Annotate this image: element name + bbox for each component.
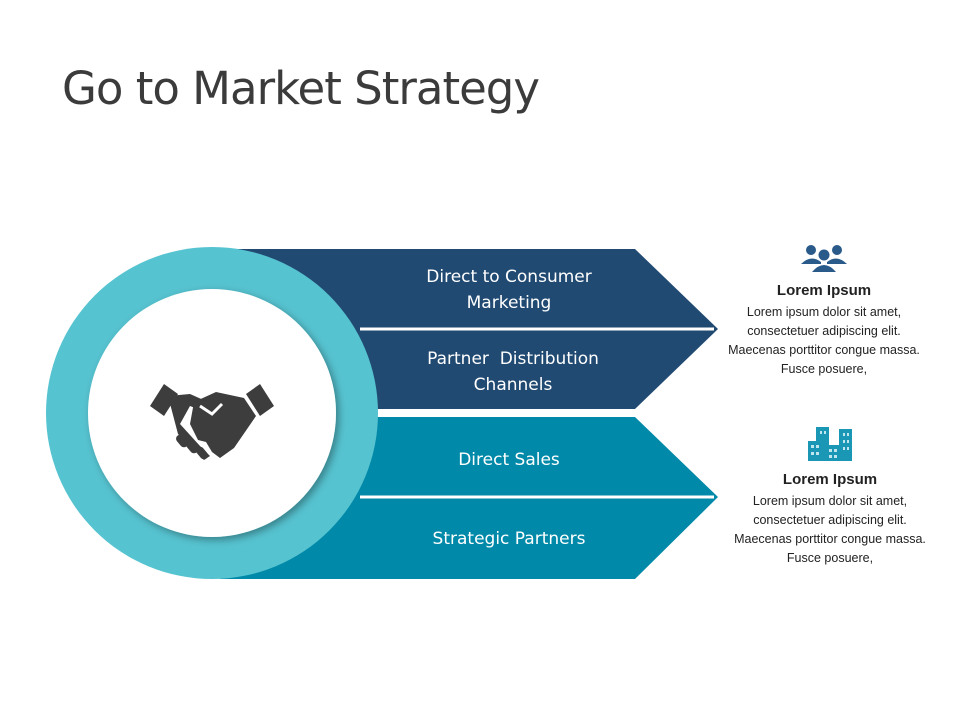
arrow-label-strategic-partners: Strategic Partners [359, 526, 659, 552]
arrow-label-partner-distribution: Partner Distribution Channels [363, 346, 663, 398]
page-title: Go to Market Strategy [62, 62, 540, 115]
label-line: Strategic Partners [432, 529, 586, 549]
card-heading: Lorem Ipsum [776, 282, 872, 299]
label-line: Partner Distribution [427, 349, 599, 369]
card-text: Lorem ipsum dolor sit amet, consectetuer… [728, 305, 920, 376]
buildings-icon [808, 427, 852, 461]
card-text: Lorem ipsum dolor sit amet, consectetuer… [734, 494, 926, 565]
label-line: Direct to Consumer [426, 267, 592, 287]
handshake-icon [150, 384, 274, 460]
people-icon [801, 245, 847, 272]
arrow-label-direct-to-consumer: Direct to Consumer Marketing [359, 264, 659, 316]
label-line: Marketing [466, 293, 552, 313]
label-line: Direct Sales [458, 450, 560, 470]
info-card: Lorem Ipsum Lorem ipsum dolor sit amet, … [730, 425, 930, 568]
arrow-label-direct-sales: Direct Sales [359, 447, 659, 473]
card-heading: Lorem Ipsum [782, 471, 878, 488]
info-card: Lorem Ipsum Lorem ipsum dolor sit amet, … [724, 242, 924, 379]
label-line: Channels [473, 375, 553, 395]
